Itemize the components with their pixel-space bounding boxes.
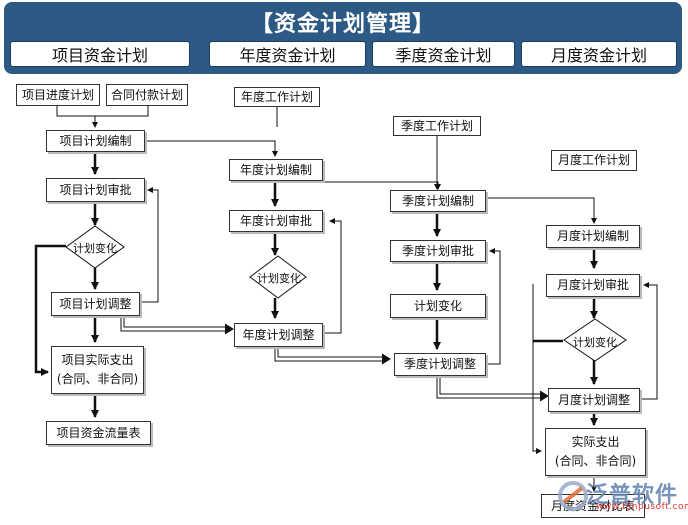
logo-url: www.fanpusoft.com <box>596 502 688 512</box>
annual-plan-edit-box: 年度计划编制 <box>229 159 323 181</box>
monthly-plan-approve-box: 月度计划审批 <box>546 274 640 297</box>
tab-quarterly-fund-plan[interactable]: 季度资金计划 <box>372 41 515 67</box>
monthly-actual-expense-line2: (合同、非合同) <box>554 454 637 468</box>
quarterly-work-plan-box: 季度工作计划 <box>393 116 481 136</box>
monthly-actual-expense-box: 实际支出 (合同、非合同) <box>545 428 646 476</box>
quarterly-plan-edit-box: 季度计划编制 <box>390 190 486 212</box>
contract-payment-plan-box: 合同付款计划 <box>106 84 188 106</box>
tab-monthly-fund-plan[interactable]: 月度资金计划 <box>521 41 677 67</box>
annual-plan-adjust-box: 年度计划调整 <box>234 323 323 347</box>
fanpu-logo-icon <box>558 481 588 511</box>
monthly-plan-edit-box: 月度计划编制 <box>546 225 640 248</box>
annual-work-plan-box: 年度工作计划 <box>234 87 320 107</box>
tab-annual-fund-plan[interactable]: 年度资金计划 <box>209 41 366 67</box>
quarterly-plan-adjust-box: 季度计划调整 <box>394 353 486 376</box>
page-title: 【资金计划管理】 <box>250 12 435 37</box>
monthly-actual-expense-line1: 实际支出 <box>571 435 620 449</box>
tab-project-fund-plan[interactable]: 项目资金计划 <box>10 41 190 67</box>
monthly-plan-adjust-box: 月度计划调整 <box>548 388 640 412</box>
monthly-fund-comparison-box: 月度资金对比表 <box>541 494 645 518</box>
project-progress-plan-box: 项目进度计划 <box>16 84 100 106</box>
project-plan-edit-box: 项目计划编制 <box>46 130 145 152</box>
project-actual-expense-line1: 项目实际支出 <box>61 353 134 367</box>
logo-name: 泛普软件 <box>586 483 679 508</box>
project-plan-change-label: 计划变化 <box>73 242 117 255</box>
project-cashflow-table-box: 项目资金流量表 <box>46 421 151 445</box>
annual-plan-change-label: 计划变化 <box>257 272 301 285</box>
monthly-work-plan-box: 月度工作计划 <box>551 150 637 171</box>
quarterly-plan-change-box: 计划变化 <box>390 294 486 318</box>
project-actual-expense-box: 项目实际支出 (合同、非合同) <box>51 346 144 394</box>
annual-plan-approve-box: 年度计划审批 <box>229 210 323 232</box>
project-plan-approve-box: 项目计划审批 <box>46 178 145 202</box>
quarterly-plan-approve-box: 季度计划审批 <box>390 240 486 262</box>
project-actual-expense-line2: (合同、非合同) <box>56 372 139 386</box>
monthly-plan-change-label: 计划变化 <box>573 336 617 349</box>
project-plan-adjust-box: 项目计划调整 <box>51 292 140 316</box>
